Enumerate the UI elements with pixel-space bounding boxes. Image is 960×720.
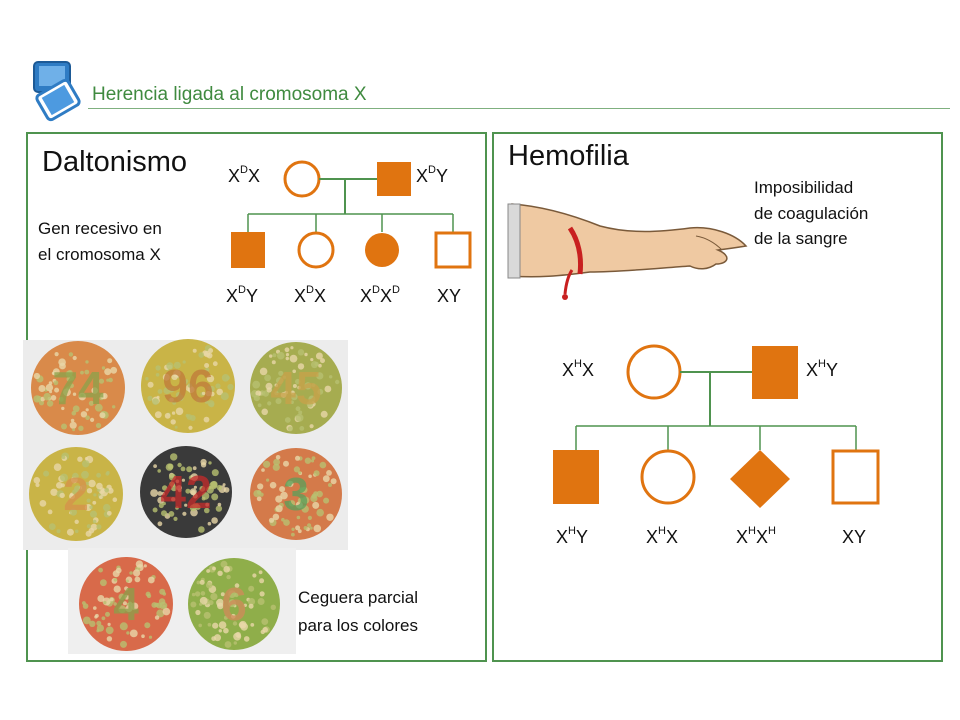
daltonismo-note: Gen recesivo en el cromosoma X bbox=[38, 216, 162, 267]
dalt-child3-circle bbox=[365, 233, 399, 267]
ishihara-plate-3: 45 bbox=[250, 342, 342, 434]
ishihara-plate-2: 96 bbox=[141, 339, 235, 433]
hemo-child2-genotype: XHX bbox=[646, 525, 678, 547]
sleeve-edge bbox=[507, 203, 521, 279]
ishihara-plate-8: 6 bbox=[188, 558, 280, 650]
hemo-mother-genotype: XHX bbox=[562, 358, 594, 380]
plates-caption-line1: Ceguera parcial bbox=[298, 588, 419, 607]
dalt-child2-genotype: XDX bbox=[294, 284, 326, 306]
plate-number-2: 96 bbox=[162, 360, 213, 412]
plate-number-5: 42 bbox=[160, 466, 211, 518]
dalt-father-genotype: XDY bbox=[416, 164, 448, 186]
hemofilia-note-line1: Imposibilidad bbox=[754, 178, 854, 197]
logo-front-square bbox=[35, 78, 81, 122]
plate-number-6: 3 bbox=[283, 468, 309, 520]
blood-drop bbox=[562, 294, 568, 300]
hemo-child2-circle bbox=[640, 449, 696, 505]
hemo-father-genotype: XHY bbox=[806, 358, 838, 380]
hemofilia-note: Imposibilidad de coagulación de la sangr… bbox=[754, 175, 868, 252]
bandage-band bbox=[567, 226, 583, 275]
hemofilia-pedigree bbox=[553, 344, 880, 508]
daltonismo-note-line2: el cromosoma X bbox=[38, 244, 161, 264]
blood-drip bbox=[563, 269, 574, 295]
bleeding-arm-illustration bbox=[507, 203, 748, 300]
hemo-child3-genotype: XHXH bbox=[736, 525, 776, 547]
plate-number-4: 2 bbox=[63, 468, 89, 520]
logo-back-square-inner bbox=[39, 66, 65, 86]
hemo-child1-genotype: XHY bbox=[556, 525, 588, 547]
hemo-child3-diamond bbox=[730, 450, 790, 508]
plate-number-8: 6 bbox=[221, 578, 247, 630]
hemo-father-square bbox=[752, 346, 798, 399]
dalt-child1-genotype: XDY bbox=[226, 284, 258, 306]
ishihara-plate-1: 74 bbox=[31, 341, 125, 435]
ishihara-plate-6: 3 bbox=[250, 448, 342, 540]
plates-caption: Ceguera parcial para los colores bbox=[298, 584, 418, 640]
daltonismo-heading: Daltonismo bbox=[42, 146, 188, 178]
dalt-child4-square bbox=[434, 231, 472, 269]
plates-caption-line2: para los colores bbox=[298, 616, 419, 636]
hemo-child4-square bbox=[831, 449, 880, 505]
ishihara-plate-7: 4 bbox=[79, 557, 173, 651]
hemofilia-note-line3: de la sangre bbox=[754, 229, 848, 248]
slide-title: Herencia ligada al cromosoma X bbox=[92, 84, 367, 105]
plate-number-3: 45 bbox=[270, 362, 321, 414]
hemofilia-note-line2: de coagulación bbox=[754, 203, 869, 223]
arm-shape bbox=[511, 203, 748, 278]
hemo-child1-square bbox=[553, 450, 599, 504]
daltonismo-note-line1: Gen recesivo en bbox=[38, 219, 162, 238]
plate-number-1: 74 bbox=[52, 362, 104, 414]
dalt-mother-genotype: XDX bbox=[228, 164, 260, 186]
plate-number-7: 4 bbox=[113, 578, 139, 630]
dalt-father-square bbox=[377, 162, 411, 196]
title-divider bbox=[88, 108, 950, 109]
dalt-child2-circle bbox=[297, 231, 335, 269]
ishihara-plate-5: 42 bbox=[140, 446, 232, 538]
hemofilia-heading: Hemofilia bbox=[508, 140, 629, 172]
dalt-child4-genotype: XY bbox=[437, 286, 462, 306]
dalt-child3-genotype: XDXD bbox=[360, 284, 400, 306]
daltonismo-pedigree bbox=[231, 160, 472, 269]
dalt-child1-square bbox=[231, 232, 265, 268]
hemo-child4-genotype: XY bbox=[842, 527, 867, 547]
ishihara-plate-4: 2 bbox=[29, 447, 123, 541]
hemofilia-panel bbox=[492, 132, 943, 662]
